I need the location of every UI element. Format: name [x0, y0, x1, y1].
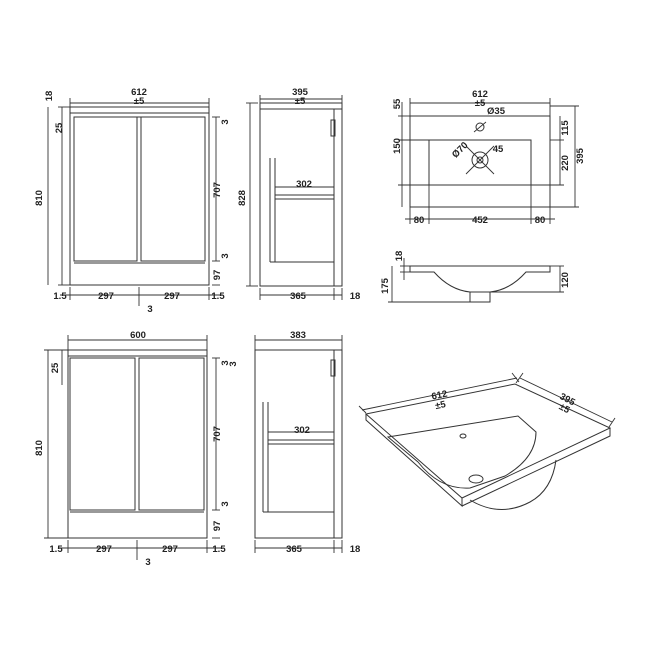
dim-left: 80	[414, 215, 425, 226]
dim-lip: 18	[394, 251, 405, 262]
door-right-b	[138, 357, 205, 511]
basin-profile	[409, 265, 551, 293]
dim-door-left-b: 297	[96, 544, 112, 555]
dim-door-left: 297	[98, 291, 114, 302]
dim-centre-gap-b: 3	[145, 557, 150, 568]
bowl	[428, 139, 532, 186]
dim-top-panel-b: 25	[50, 362, 61, 373]
dim-gap-top: 3	[220, 119, 231, 124]
dim-right-mid: 220	[560, 155, 571, 171]
dim-width: 612	[131, 87, 147, 98]
waste-outlet	[469, 291, 491, 303]
dim-gap-bottom: 3	[220, 253, 231, 258]
dim-plinth: 97	[212, 270, 223, 281]
dim-top-panel: 25	[54, 122, 65, 133]
waste-iso	[468, 474, 484, 484]
dim-right-edge-b: 1.5	[212, 544, 226, 555]
dim-door-height-b: 707	[212, 426, 223, 442]
dim-gap-side-b: 3	[228, 361, 239, 366]
dim-shelf-b: 302	[294, 425, 310, 436]
dim-inner-height: 150	[392, 138, 403, 154]
basin-outline	[409, 115, 551, 208]
dim-door-right-b: 297	[162, 544, 178, 555]
door-left-b	[69, 357, 136, 511]
handle	[330, 119, 336, 137]
dim-width-b: 600	[130, 330, 146, 341]
dim-top-thickness: 18	[44, 91, 55, 102]
dim-shelf: 302	[296, 179, 312, 190]
dim-door-height: 707	[212, 182, 223, 198]
dim-waste: Ø70	[450, 140, 470, 160]
basin-isometric-view: 612 ±5 395 ±5	[358, 372, 616, 511]
dim-back: 55	[392, 98, 403, 109]
tap-hole-icon	[475, 122, 485, 132]
dim-bowl-depth: 120	[560, 272, 571, 288]
basin-plan-view: 612 ±5 Ø35 Ø70 45 55 150 115 220 395 80 …	[392, 89, 586, 226]
side-outline-b	[254, 349, 343, 539]
cabinet-outline	[69, 106, 210, 286]
side-outline	[259, 102, 343, 287]
dim-iso-width-tol: ±5	[434, 399, 447, 412]
dim-height-b: 810	[34, 440, 45, 456]
dim-right-edge: 1.5	[211, 291, 225, 302]
dim-plinth-b: 97	[212, 521, 223, 532]
dim-bottom-depth: 365	[290, 291, 307, 302]
front-view-top: 612 ±5 18 25 810 3 707 3 97 1.5 297 297 …	[34, 87, 231, 315]
dim-tap-hole: Ø35	[487, 106, 506, 117]
dim-centre-gap: 3	[147, 304, 152, 315]
dim-depth-b: 383	[290, 330, 306, 341]
dim-section-height: 175	[380, 277, 391, 294]
dim-height: 810	[34, 190, 45, 206]
dim-iso-width: 612	[431, 389, 449, 403]
side-view-bottom: 383 3 302 365 18	[228, 330, 360, 555]
dim-gap-bottom-b: 3	[220, 501, 231, 506]
dim-basin-width-tol: ±5	[475, 98, 486, 109]
front-view-bottom: 600 25 810 3 707 3 97 1.5 297 297 1.5 3	[34, 330, 231, 568]
door-right	[140, 116, 206, 262]
dim-gap-top-b: 3	[220, 360, 231, 365]
basin-section-view: 18 175 120	[380, 251, 571, 303]
dim-depth-tol: ±5	[295, 96, 306, 107]
dim-right: 80	[535, 215, 546, 226]
dim-bowl-width: 452	[472, 215, 488, 226]
door-left	[73, 116, 138, 262]
dim-overall-height: 828	[237, 190, 248, 206]
dim-basin-depth: 395	[575, 147, 586, 164]
waste-icon	[471, 151, 489, 169]
tap-hole-iso	[459, 433, 467, 439]
handle-b	[330, 359, 336, 377]
dim-right-top: 115	[560, 120, 571, 136]
dim-bottom-back: 18	[350, 291, 361, 302]
dim-door-right: 297	[164, 291, 180, 302]
dim-basin-width: 612	[472, 89, 488, 100]
dim-left-edge-b: 1.5	[49, 544, 63, 555]
basin-bowl-iso	[386, 415, 537, 489]
side-view-top: 395 ±5 828 302 365 18	[237, 87, 360, 302]
dim-bottom-back-b: 18	[350, 544, 361, 555]
cabinet-outline-b	[67, 349, 208, 539]
dim-bottom-depth-b: 365	[286, 544, 303, 555]
dim-depth: 395	[292, 87, 309, 98]
dim-width-tol: ±5	[134, 96, 145, 107]
dim-left-edge: 1.5	[53, 291, 67, 302]
dim-waste-offset: 45	[493, 144, 504, 155]
